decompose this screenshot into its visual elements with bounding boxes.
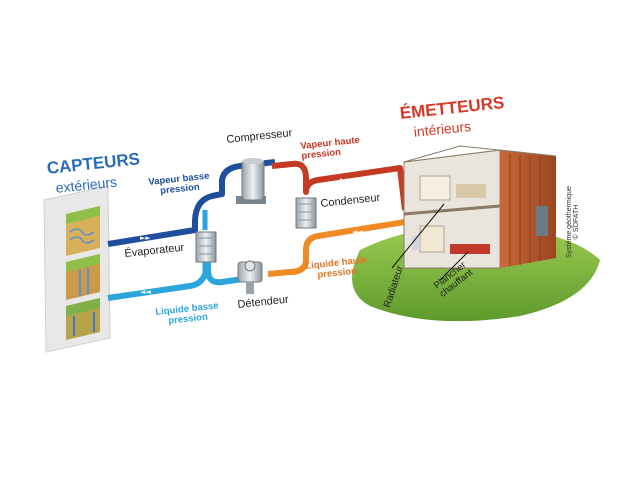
condenser-icon — [295, 197, 317, 229]
captors-panel — [43, 185, 111, 353]
expansion-valve-icon — [237, 260, 263, 294]
pipe-liquid-high — [267, 219, 406, 277]
captor-image-vertical — [66, 254, 100, 300]
credit-label: Système géothermique © SOFATH — [566, 186, 581, 258]
radiator-icon — [412, 236, 420, 250]
pipe-vapor-high — [271, 160, 408, 211]
compressor-icon — [236, 158, 266, 204]
house-window — [536, 206, 548, 236]
pipe-vapor-low — [107, 159, 276, 247]
captor-image-water — [66, 298, 100, 340]
flow-arrow-icon: ►► — [140, 234, 151, 242]
flow-arrow-icon: ►► — [340, 176, 351, 184]
evaporator-icon — [195, 231, 217, 263]
flow-arrow-icon: ◄◄ — [352, 228, 363, 236]
radiator-pointer — [391, 203, 445, 269]
credit-line2: © SOFATH — [573, 204, 581, 240]
captor-image-horizontal — [66, 206, 100, 256]
floor-heating-icon — [450, 244, 490, 254]
floor-heating-pointer — [439, 251, 469, 281]
house — [403, 145, 557, 269]
flow-arrow-icon: ◄◄ — [140, 288, 151, 296]
pipe-liquid-low — [107, 259, 251, 301]
